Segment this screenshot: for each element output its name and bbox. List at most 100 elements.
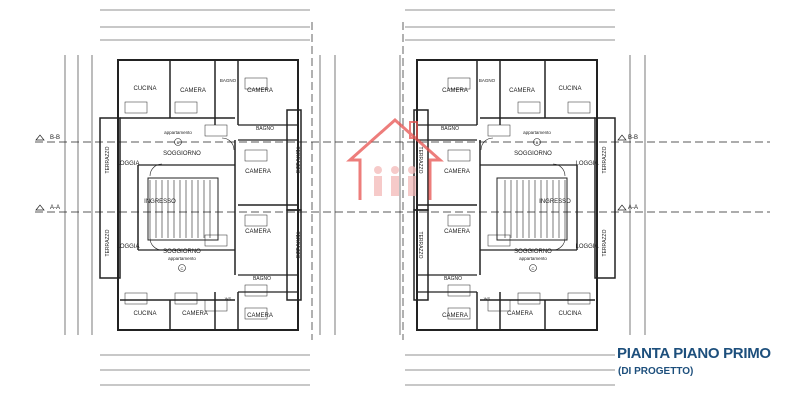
room-label: INGRESSO [539, 199, 571, 205]
door-swing [149, 237, 163, 251]
room-label: LOGGIA [575, 161, 598, 167]
room-label: CAMERA [247, 313, 273, 319]
room-label: TERRAZZO [294, 232, 300, 259]
room-info-box [244, 214, 268, 227]
room-label: CUCINA [558, 311, 581, 317]
unit-label: appartamento [168, 256, 196, 261]
door-swing [552, 237, 566, 251]
room-label: LOGGIA [575, 244, 598, 250]
person-icon [408, 166, 416, 174]
outer-wall [117, 59, 299, 331]
room-info-box [447, 214, 471, 227]
section-arrow-icon [617, 134, 627, 141]
room-info-box [447, 77, 471, 90]
terrace-left [99, 117, 121, 279]
room-info-box [244, 77, 268, 90]
room-label: CAMERA [442, 88, 468, 94]
room-info-box [204, 234, 228, 247]
room-info-box [124, 292, 148, 305]
room-label: CAMERA [444, 169, 470, 175]
room-label: CAMERA [509, 88, 535, 94]
room-label: CAMERA [442, 313, 468, 319]
stair-well [147, 177, 219, 241]
stair-well [496, 177, 568, 241]
section-marker: A-A [50, 205, 60, 211]
room-info-box [174, 101, 198, 114]
room-label: TERRAZZO [105, 229, 111, 256]
house-icon [346, 117, 444, 200]
room-label: CAMERA [247, 88, 273, 94]
person-icon [408, 176, 416, 196]
room-label: SOGGIORNO [514, 151, 552, 157]
unit-label: appartamento [519, 256, 547, 261]
person-icon [374, 166, 382, 174]
room-label: TERRAZZO [417, 232, 423, 259]
room-label: INGRESSO [144, 199, 176, 205]
room-label: BAGNO [444, 276, 462, 282]
room-label: TERRAZZO [602, 229, 608, 256]
room-label: CUCINA [558, 86, 581, 92]
plan-subtitle: (DI PROGETTO) [618, 366, 694, 377]
door-swing [480, 137, 494, 151]
room-info-box [567, 292, 591, 305]
room-label: CAMERA [245, 169, 271, 175]
unit-circle [533, 138, 541, 146]
terrace-right-bottom [413, 209, 429, 301]
door-swing [221, 137, 235, 151]
room-label: BAGNO [441, 126, 459, 132]
room-label: BAGNO [220, 78, 237, 83]
room-info-box [204, 124, 228, 137]
room-label: LOGGIA [116, 161, 139, 167]
room-info-box [487, 124, 511, 137]
room-info-box [244, 284, 268, 297]
plan-title: PIANTA PIANO PRIMO [617, 345, 771, 362]
section-marker: A-A [628, 205, 638, 211]
person-icon [374, 176, 382, 196]
unit-label: appartamento [164, 130, 192, 135]
room-info-box [244, 149, 268, 162]
unit-circle [178, 264, 186, 272]
door-swing [149, 163, 163, 177]
door-swing [552, 163, 566, 177]
section-arrow-icon [35, 204, 45, 211]
room-label: CUCINA [133, 311, 156, 317]
room-info-box [517, 292, 541, 305]
room-label: CAMERA [507, 311, 533, 317]
terrace-left [594, 117, 616, 279]
room-label: TERRAZZO [105, 146, 111, 173]
unit-circle [529, 264, 537, 272]
person-icon [391, 166, 399, 174]
room-label: SOGGIORNO [163, 151, 201, 157]
room-label: BAGNO [479, 78, 496, 83]
room-label: BAGNO [253, 276, 271, 282]
room-info-box [517, 101, 541, 114]
unit-letter: C [181, 266, 184, 271]
outer-wall [416, 59, 598, 331]
room-label: CAMERA [180, 88, 206, 94]
chimney-icon [409, 121, 418, 139]
room-label: TERRAZZO [602, 146, 608, 173]
section-arrow-icon [35, 134, 45, 141]
unit-label: appartamento [523, 130, 551, 135]
section-arrow-icon [617, 204, 627, 211]
room-label: SOGGIORNO [163, 249, 201, 255]
room-label: CAMERA [444, 229, 470, 235]
section-marker: B-B [50, 135, 60, 141]
building-right: CUCINA CAMERA BAGNO CAMERA BAGNO appartamento… [413, 59, 616, 331]
room-label: TERRAZZO [417, 147, 423, 174]
room-info-box [487, 234, 511, 247]
room-label: BAGNO [256, 126, 274, 132]
room-info-box [447, 307, 471, 320]
room-info-box [204, 299, 228, 312]
room-info-box [244, 307, 268, 320]
watermark-logo [346, 117, 444, 200]
room-info-box [447, 284, 471, 297]
terrace-right-bottom [286, 209, 302, 301]
room-info-box [124, 101, 148, 114]
room-info-box [567, 101, 591, 114]
unit-letter: B [177, 140, 180, 145]
room-info-box [487, 299, 511, 312]
room-label: CUCINA [133, 86, 156, 92]
section-marker: B-B [628, 135, 638, 141]
room-label: LOGGIA [116, 244, 139, 250]
